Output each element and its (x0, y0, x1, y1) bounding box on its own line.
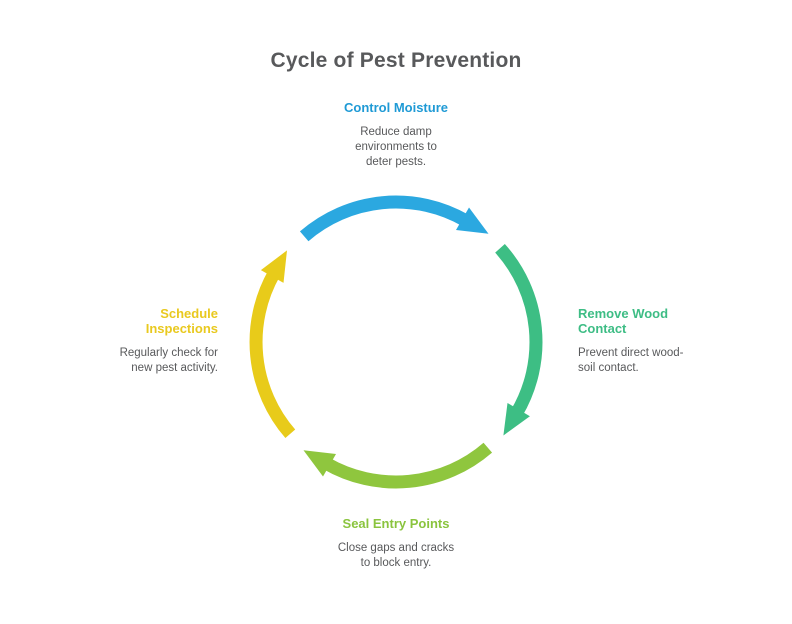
remove-wood-contact-arrow-arc (495, 243, 543, 417)
remove-wood-contact-arrowhead (503, 403, 530, 436)
segment-schedule-inspections: Schedule Inspections Regularly check for… (98, 306, 218, 376)
segment-control-moisture: Control Moisture Reduce damp environment… (341, 100, 451, 170)
schedule-inspections-arrow-arc (249, 269, 296, 439)
segment-remove-wood-contact: Remove Wood Contact Prevent direct wood-… (578, 306, 696, 376)
segment-remove-wood-contact-description: Prevent direct wood-soil contact. (578, 347, 684, 374)
segment-schedule-inspections-description: Regularly check for new pest activity. (119, 347, 218, 374)
seal-entry-points-arrow-arc (322, 442, 493, 489)
segment-schedule-inspections-label: Schedule Inspections (145, 306, 218, 336)
diagram-title: Cycle of Pest Prevention (270, 49, 522, 72)
control-moisture-arrowhead (456, 207, 489, 234)
schedule-inspections-arrowhead (260, 250, 287, 283)
seal-entry-points-arrowhead (303, 450, 336, 477)
segment-seal-entry-points-label: Seal Entry Points (342, 516, 450, 531)
segment-control-moisture-description: Reduce damp environments to deter pests. (355, 126, 437, 168)
segment-seal-entry-points: Seal Entry Points Close gaps and cracks … (333, 516, 459, 571)
segment-control-moisture-label: Control Moisture (344, 100, 448, 115)
segment-remove-wood-contact-label: Remove Wood Contact (578, 306, 669, 336)
segment-seal-entry-points-description: Close gaps and cracks to block entry. (337, 542, 455, 569)
control-moisture-arrow-arc (299, 195, 470, 242)
